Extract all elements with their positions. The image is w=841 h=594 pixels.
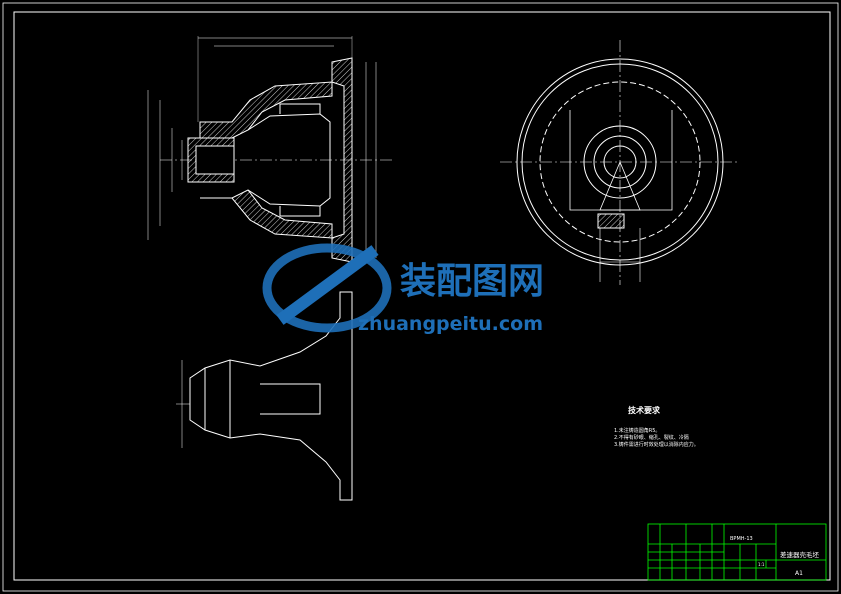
inner-border xyxy=(13,11,831,581)
tech-req-line: 2.不得有砂眼、缩孔、裂纹、冷隔 xyxy=(614,434,689,441)
watermark-logo: 装配图网 zhuangpeitu.com xyxy=(262,243,544,335)
title-block xyxy=(647,523,827,581)
tech-req-line: 3.铸件需进行时效处理以消除内应力。 xyxy=(614,441,699,448)
sheet-size: A1 xyxy=(795,570,803,577)
drawing-scale: 1:1 xyxy=(758,562,765,567)
technical-requirements: 技术要求 1.未注铸造圆角R5。 2.不得有砂眼、缩孔、裂纹、冷隔 3.铸件需进… xyxy=(614,405,699,448)
watermark-logo-icon xyxy=(262,243,392,333)
part-name: 差速器壳毛坯 xyxy=(780,550,820,559)
tech-req-title: 技术要求 xyxy=(628,405,661,415)
outside-view xyxy=(176,291,353,501)
watermark-brand-cn: 装配图网 xyxy=(400,261,544,302)
watermark-brand-url: zhuangpeitu.com xyxy=(358,313,543,335)
tech-req-line: 1.未注铸造圆角R5。 xyxy=(614,427,660,434)
section-view xyxy=(147,36,395,263)
drawing-number: BPMH-13 xyxy=(730,536,753,542)
end-view xyxy=(500,40,740,285)
